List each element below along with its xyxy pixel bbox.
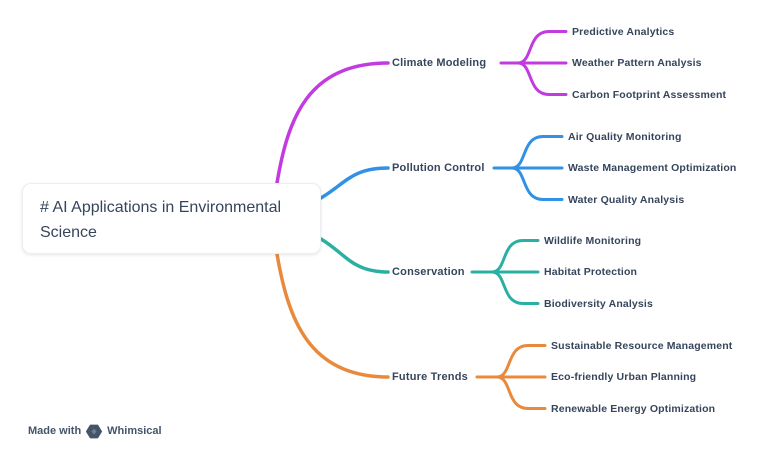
fork-bottom-pollution-control [510, 166, 564, 201]
fork-bottom-conservation [490, 270, 540, 305]
child-node-eco-friendly-urban-planning[interactable]: Eco-friendly Urban Planning [551, 371, 697, 383]
fork-bottom-future-trends [495, 375, 547, 410]
trunk-climate-modeling [275, 61, 390, 185]
fork-top-climate-modeling [516, 30, 568, 65]
whimsical-logo-icon [86, 424, 103, 439]
fork-top-conservation [490, 239, 540, 274]
trunk-future-trends [275, 252, 390, 379]
child-node-biodiversity-analysis[interactable]: Biodiversity Analysis [544, 297, 653, 310]
child-node-habitat-protection[interactable]: Habitat Protection [544, 266, 638, 278]
child-node-water-quality-analysis[interactable]: Water Quality Analysis [568, 193, 685, 206]
trunk-conservation [319, 237, 390, 274]
child-node-weather-pattern-analysis[interactable]: Weather Pattern Analysis [572, 57, 702, 69]
child-node-air-quality-monitoring[interactable]: Air Quality Monitoring [568, 130, 682, 143]
made-with-whimsical-link[interactable]: Made with Whimsical [28, 423, 162, 439]
branch-node-conservation[interactable]: Conservation [392, 266, 465, 278]
made-with-label: Made with [28, 425, 82, 437]
fork-top-future-trends [495, 344, 547, 379]
fork-bottom-climate-modeling [516, 61, 568, 96]
fork-top-pollution-control [510, 135, 564, 170]
branch-node-climate-modeling[interactable]: Climate Modeling [392, 57, 487, 69]
trunk-pollution-control [319, 166, 390, 200]
central-node[interactable]: # AI Applications in Environmental Scien… [22, 183, 321, 254]
child-node-waste-management-optimization[interactable]: Waste Management Optimization [568, 162, 737, 174]
child-node-sustainable-resource-management[interactable]: Sustainable Resource Management [551, 339, 733, 352]
child-node-wildlife-monitoring[interactable]: Wildlife Monitoring [544, 234, 642, 247]
central-node-title-line2: Science [40, 224, 97, 241]
branch-node-future-trends[interactable]: Future Trends [392, 371, 468, 383]
branch-node-pollution-control[interactable]: Pollution Control [392, 162, 485, 174]
whimsical-brand-label: Whimsical [107, 425, 162, 437]
child-node-predictive-analytics[interactable]: Predictive Analytics [572, 25, 675, 38]
child-node-renewable-energy-optimization[interactable]: Renewable Energy Optimization [551, 402, 716, 415]
child-node-carbon-footprint-assessment[interactable]: Carbon Footprint Assessment [572, 88, 727, 101]
central-node-title-line1: # AI Applications in Environmental [40, 199, 282, 216]
